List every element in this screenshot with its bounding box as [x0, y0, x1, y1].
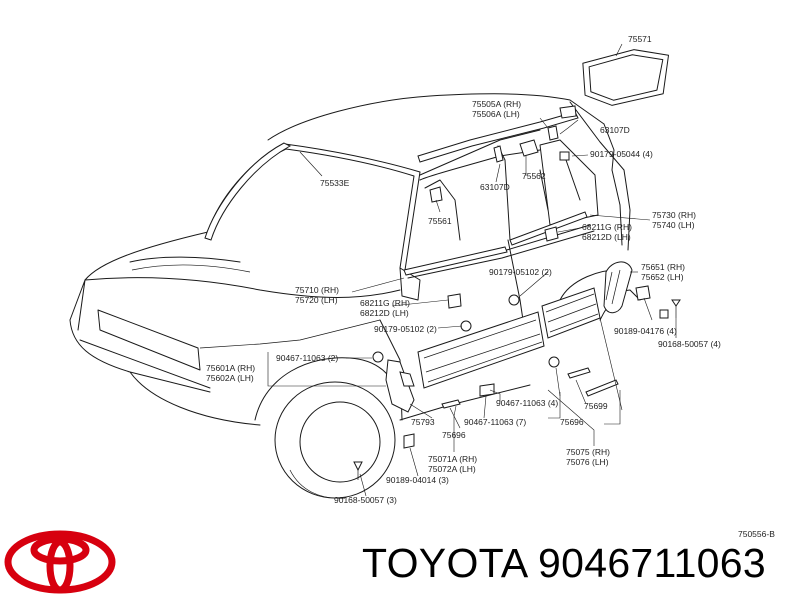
rear-door-moulding	[541, 287, 601, 339]
rear-side-clips	[635, 285, 681, 319]
label-68212d-b: 68212D (LH)	[360, 308, 409, 318]
front-fender-guard	[385, 359, 415, 413]
label-68211g-a: 68211G (RH)	[582, 222, 632, 232]
label-90467-11063-c: 90467-11063 (7)	[464, 417, 526, 427]
label-68211g-b: 68211G (RH)	[360, 298, 410, 308]
label-75071a: 75071A (RH)	[428, 454, 477, 464]
label-75533e: 75533E	[320, 178, 350, 188]
label-68212d-a: 68212D (LH)	[582, 232, 631, 242]
label-90467-11063-b: 90467-11063 (4)	[496, 398, 558, 408]
label-63107d-a: 63107D	[600, 125, 630, 135]
label-75562: 75562	[522, 171, 546, 181]
toyota-logo-icon	[4, 530, 116, 594]
belt-mouldings	[403, 211, 588, 309]
label-75602a: 75602A (LH)	[206, 373, 254, 383]
label-90168-50057-b: 90168-50057 (3)	[334, 495, 397, 505]
front-door-moulding	[417, 311, 545, 389]
label-63107d-b: 63107D	[480, 182, 510, 192]
label-75506a: 75506A (LH)	[472, 109, 520, 119]
small-mouldings	[441, 367, 619, 409]
label-75601a: 75601A (RH)	[206, 363, 255, 373]
vehicle-outline	[69, 93, 641, 499]
label-90189-04014: 90189-04014 (3)	[386, 475, 449, 485]
label-75696-a: 75696	[442, 430, 466, 440]
label-75072a: 75072A (LH)	[428, 464, 476, 474]
label-75720: 75720 (LH)	[295, 295, 338, 305]
windshield-moulding	[204, 142, 292, 241]
label-75561: 75561	[428, 216, 452, 226]
label-90179-05102-a: 90179-05102 (2)	[489, 267, 552, 277]
label-75075: 75075 (RH)	[566, 447, 610, 457]
label-75505a: 75505A (RH)	[472, 99, 521, 109]
rear-fender-flare	[603, 261, 633, 314]
label-75710: 75710 (RH)	[295, 285, 339, 295]
back-window-glass	[582, 49, 670, 106]
roof-drip-moulding	[417, 105, 579, 163]
label-90189-04176: 90189-04176 (4)	[614, 326, 677, 336]
label-90179-05044: 90179-05044 (4)	[590, 149, 653, 159]
label-75699: 75699	[584, 401, 608, 411]
label-75571: 75571	[628, 34, 652, 44]
label-90467-11063-a: 90467-11063 (2)	[276, 353, 338, 363]
part-labels: 75571 75505A (RH) 75506A (LH) 63107D 901…	[206, 34, 775, 539]
label-75652: 75652 (LH)	[641, 272, 684, 282]
roof-clips	[429, 125, 570, 203]
label-75740: 75740 (LH)	[652, 220, 695, 230]
label-75651: 75651 (RH)	[641, 262, 685, 272]
fasteners	[353, 294, 560, 480]
label-75793: 75793	[411, 417, 435, 427]
label-90168-50057-a: 90168-50057 (4)	[658, 339, 721, 349]
diagram-reference: 750556-B	[738, 529, 775, 539]
label-90179-05102-b: 90179-05102 (2)	[374, 324, 437, 334]
label-75076: 75076 (LH)	[566, 457, 609, 467]
leader-lines	[267, 43, 677, 497]
brand-part-number: TOYOTA 9046711063	[362, 540, 766, 586]
label-75696-b: 75696	[560, 417, 584, 427]
label-75730: 75730 (RH)	[652, 210, 696, 220]
